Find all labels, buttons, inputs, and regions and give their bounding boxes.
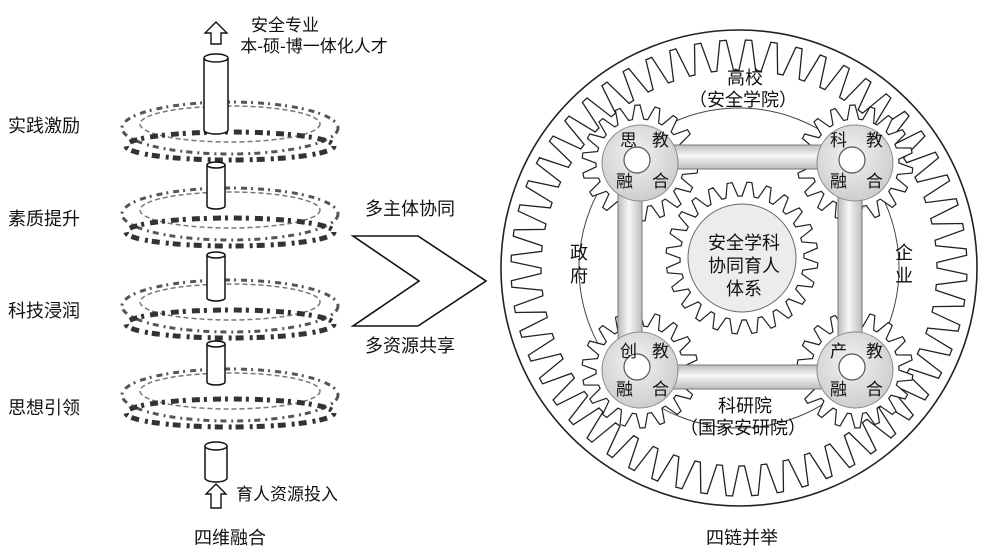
hub-top-left xyxy=(601,124,679,202)
layer-label-2: 素质提升 xyxy=(8,209,80,230)
center-label-1: 安全学科 xyxy=(708,233,780,254)
hub-bl-char-2: 教 xyxy=(652,342,669,362)
middle-bottom-label: 多资源共享 xyxy=(365,336,455,357)
hub-bl-char-1: 创 xyxy=(620,342,637,362)
hub-tl-char-1: 思 xyxy=(620,131,637,151)
right-caption: 四链并举 xyxy=(706,528,778,549)
left-stack: 安全专业 本-硕-博一体化人才 xyxy=(8,16,388,549)
left-label-2: 府 xyxy=(570,266,588,287)
hub-tr-char-4: 合 xyxy=(866,172,883,192)
layer-ring-4 xyxy=(120,367,340,430)
hub-tl-char-4: 合 xyxy=(652,172,669,192)
up-arrow-bottom-icon xyxy=(204,483,228,509)
up-arrow-top-icon xyxy=(203,21,229,45)
hub-bottom-right xyxy=(816,331,894,409)
layer-ring-1 xyxy=(120,100,340,163)
frame-bars xyxy=(617,144,863,390)
hub-tr-char-2: 教 xyxy=(866,131,883,151)
chevron-right-icon xyxy=(350,235,488,327)
hub-bottom-left xyxy=(601,331,679,409)
center-disc xyxy=(687,203,797,313)
hub-br-char-1: 产 xyxy=(830,342,847,362)
top-label-2: 本-硕-博一体化人才 xyxy=(240,37,388,57)
hub-br-char-4: 合 xyxy=(866,380,883,400)
bottom-label-national: （国家安研院） xyxy=(680,418,806,439)
hub-br-char-3: 融 xyxy=(830,380,847,400)
layer-label-3: 科技浸润 xyxy=(8,301,80,322)
center-label-2: 协同育人 xyxy=(708,256,780,277)
left-caption: 四维融合 xyxy=(194,528,266,549)
top-label-university: 高校 xyxy=(727,68,763,89)
top-label-1: 安全专业 xyxy=(251,16,319,36)
right-label-1: 企 xyxy=(895,243,913,264)
hub-bl-char-4: 合 xyxy=(652,380,669,400)
top-label-school: （安全学院） xyxy=(689,90,797,111)
hub-top-right xyxy=(816,124,894,202)
layer-ring-2 xyxy=(120,186,340,249)
hub-tr-char-1: 科 xyxy=(830,131,847,151)
middle-top-label: 多主体协同 xyxy=(365,199,455,220)
big-gear-inner xyxy=(578,107,900,429)
gear-system: 思 教 融 合 科 教 融 合 创 教 融 合 产 教 融 合 高校 （安全学院… xyxy=(500,29,978,549)
bottom-label-institute: 科研院 xyxy=(718,396,772,417)
hub-tr-char-3: 融 xyxy=(830,172,847,192)
hub-tl-char-3: 融 xyxy=(616,172,633,192)
layer-ring-3 xyxy=(120,278,340,341)
right-label-2: 业 xyxy=(895,266,913,287)
layer-label-4: 思想引领 xyxy=(8,398,80,419)
axis-cylinders xyxy=(203,53,229,483)
left-label-1: 政 xyxy=(570,243,588,264)
middle-connector: 多主体协同 多资源共享 xyxy=(350,199,488,357)
hub-br-char-2: 教 xyxy=(866,342,883,362)
hub-bl-char-3: 融 xyxy=(616,380,633,400)
center-label-3: 体系 xyxy=(726,279,762,300)
layer-label-1: 实践激励 xyxy=(8,116,80,137)
bottom-label: 育人资源投入 xyxy=(236,485,338,505)
hub-tl-char-2: 教 xyxy=(652,131,669,151)
